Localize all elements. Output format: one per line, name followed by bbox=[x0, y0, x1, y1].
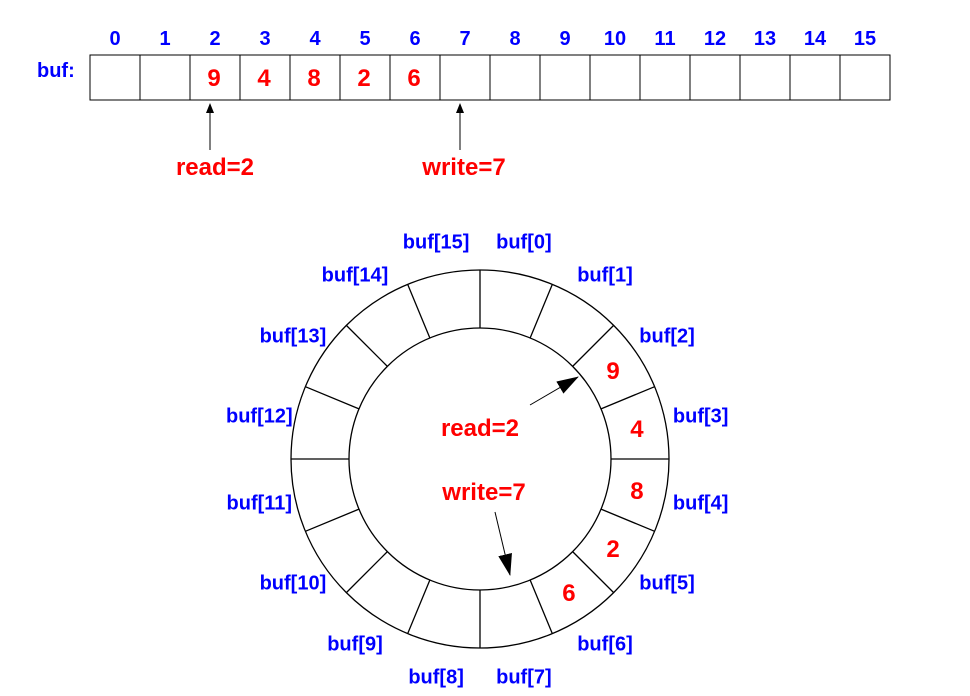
ring-slot-label: buf[13] bbox=[260, 326, 327, 348]
array-index-label: 11 bbox=[654, 28, 675, 50]
ring-slot-label: buf[10] bbox=[260, 572, 327, 594]
array-index-label: 14 bbox=[804, 28, 827, 50]
array-index-label: 4 bbox=[309, 28, 321, 50]
array-cell-value: 2 bbox=[357, 65, 370, 92]
array-index-label: 10 bbox=[604, 28, 626, 50]
ring-slot-label: buf[8] bbox=[408, 667, 464, 689]
ring-slot-label: buf[14] bbox=[322, 264, 389, 286]
array-index-label: 9 bbox=[559, 28, 570, 50]
array-index-label: 13 bbox=[754, 28, 776, 50]
ring-slot-label: buf[5] bbox=[639, 572, 695, 594]
ring-read-label: read=2 bbox=[441, 415, 519, 442]
ring-slot-label: buf[0] bbox=[496, 231, 552, 253]
array-index-label: 6 bbox=[409, 28, 420, 50]
slot-divider bbox=[407, 284, 431, 339]
array-index-label: 1 bbox=[159, 28, 170, 50]
ring-slot-label: buf[3] bbox=[673, 406, 729, 428]
ring-slot-label: buf[1] bbox=[577, 264, 633, 286]
slot-divider bbox=[600, 386, 655, 410]
write-pointer-label: write=7 bbox=[421, 154, 505, 181]
array-cell-value: 4 bbox=[257, 65, 271, 92]
array-cell-value: 9 bbox=[207, 65, 220, 92]
slot-divider bbox=[572, 324, 615, 367]
array-index-label: 8 bbox=[509, 28, 520, 50]
slot-divider bbox=[345, 551, 388, 594]
slot-divider bbox=[572, 551, 615, 594]
array-index-label: 7 bbox=[459, 28, 470, 50]
array-index-label: 12 bbox=[704, 28, 726, 50]
circular-buffer: buf[0] buf[1] 9 buf[2] 4 buf[3] 8 buf[4] 2 buf[5]… bbox=[226, 231, 728, 688]
array-index-label: 5 bbox=[359, 28, 370, 50]
array-cell bbox=[139, 54, 191, 101]
ring-slot-value: 6 bbox=[562, 580, 575, 607]
slot-divider bbox=[305, 508, 360, 532]
array-index-label: 3 bbox=[259, 28, 270, 50]
array-cell bbox=[839, 54, 891, 101]
ring-slot-label: buf[15] bbox=[403, 231, 470, 253]
ring-slot-value: 4 bbox=[630, 416, 644, 443]
slot-divider bbox=[345, 324, 388, 367]
array-cell bbox=[689, 54, 741, 101]
ring-write-arrow bbox=[494, 511, 512, 576]
array-cell-value: 6 bbox=[407, 65, 420, 92]
ring-slot-label: buf[11] bbox=[227, 492, 293, 514]
slot-divider bbox=[529, 579, 553, 634]
slot-divider bbox=[529, 284, 553, 339]
ring-slot-value: 8 bbox=[630, 478, 643, 505]
ring-slot-value: 9 bbox=[606, 358, 619, 385]
array-cell bbox=[639, 54, 691, 101]
slot-divider bbox=[407, 579, 431, 634]
ring-slot-value: 2 bbox=[606, 536, 619, 563]
slot-divider bbox=[600, 508, 655, 532]
ring-write-label: write=7 bbox=[441, 479, 525, 506]
read-pointer-label: read=2 bbox=[176, 154, 254, 181]
array-cell bbox=[539, 54, 591, 101]
array-cell bbox=[89, 54, 141, 101]
ring-slot-label: buf[7] bbox=[496, 667, 552, 689]
array-name-label: buf: bbox=[37, 60, 75, 82]
array-cell bbox=[589, 54, 641, 101]
ring-slot-label: buf[2] bbox=[639, 326, 695, 348]
ring-read-arrow bbox=[529, 376, 579, 406]
inner-ring bbox=[348, 327, 612, 591]
ring-slot-label: buf[4] bbox=[673, 492, 729, 514]
array-cell bbox=[489, 54, 541, 101]
array-cell-value: 8 bbox=[307, 65, 320, 92]
array-cell bbox=[439, 54, 491, 101]
ring-slot-label: buf[9] bbox=[327, 634, 383, 656]
array-index-label: 15 bbox=[854, 28, 876, 50]
array-index-label: 0 bbox=[109, 28, 120, 50]
array-cell bbox=[739, 54, 791, 101]
array-cell bbox=[789, 54, 841, 101]
array-index-label: 2 bbox=[209, 28, 220, 50]
ring-slot-label: buf[12] bbox=[226, 406, 293, 428]
ring-slot-label: buf[6] bbox=[577, 634, 633, 656]
slot-divider bbox=[305, 386, 360, 410]
